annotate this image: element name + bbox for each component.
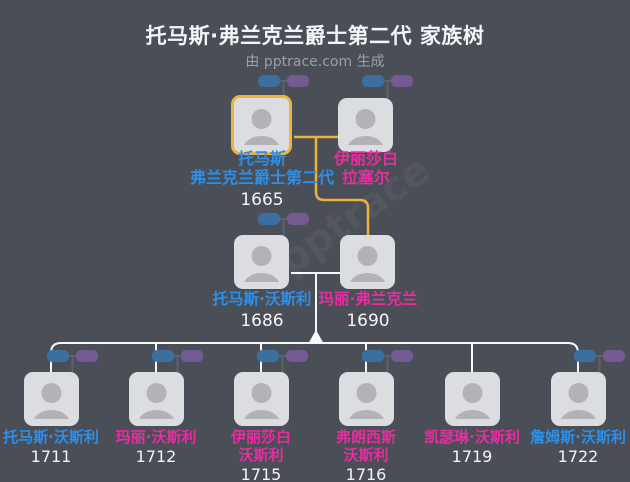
female-pill[interactable] (287, 213, 309, 225)
male-pill[interactable] (362, 75, 384, 87)
person-name: 玛丽·沃斯利 (115, 428, 197, 446)
male-pill[interactable] (47, 350, 69, 362)
person-card-mary-frankland[interactable] (340, 235, 395, 289)
descent-junction-flare (308, 330, 324, 344)
birth-year: 1711 (30, 447, 72, 466)
person-silhouette-icon (349, 383, 384, 419)
person-name: 托马斯 (237, 149, 286, 168)
birth-year: 1686 (240, 311, 284, 331)
person-name: 弗兰克兰爵士第二代 (189, 168, 334, 187)
generator-credit: 由 pptrace.com 生成 (245, 54, 385, 70)
female-pill[interactable] (603, 350, 625, 362)
birth-year: 1722 (557, 447, 599, 466)
person-name: 伊丽莎白 (230, 428, 291, 446)
collapsed-couple-mary-worsley-1712[interactable] (152, 350, 203, 362)
person-name: 凯瑟琳·沃斯利 (424, 428, 520, 446)
birth-year: 1665 (240, 190, 284, 210)
person-card-thomas-worsley[interactable] (234, 235, 289, 289)
person-silhouette-icon (139, 383, 174, 419)
person-card-katherine-worsley-1719[interactable] (445, 372, 500, 426)
person-name: 玛丽·弗兰克兰 (318, 290, 418, 308)
person-card-elizabeth-russell[interactable] (338, 98, 393, 152)
person-card-thomas-frankland[interactable] (231, 95, 292, 155)
person-label-frances-worsley-1716: 弗朗西斯 沃斯利 1716 (304, 428, 428, 482)
collapsed-couple-frances-worsley-1716[interactable] (362, 350, 413, 362)
person-card-thomas-worsley-1711[interactable] (24, 372, 79, 426)
person-card-james-worsley-1722[interactable] (551, 372, 606, 426)
person-name: 拉塞尔 (341, 168, 390, 187)
female-pill[interactable] (287, 75, 309, 87)
person-label-thomas-frankland: 托马斯 弗兰克兰爵士第二代 1665 (177, 149, 347, 210)
birth-year: 1690 (346, 311, 390, 331)
person-silhouette-icon (350, 246, 385, 282)
person-label-katherine-worsley-1719: 凯瑟琳·沃斯利 1719 (410, 428, 534, 466)
collapsed-ancestors-elizabeth-russell[interactable] (362, 75, 413, 87)
male-pill[interactable] (258, 75, 280, 87)
person-label-elizabeth-russell: 伊丽莎白 拉塞尔 (281, 149, 451, 190)
birth-year: 1712 (135, 447, 177, 466)
birth-year: 1716 (345, 465, 387, 482)
person-card-frances-worsley-1716[interactable] (339, 372, 394, 426)
birth-year: 1719 (451, 447, 493, 466)
pill-link-lines (69, 80, 603, 373)
person-card-mary-worsley-1712[interactable] (129, 372, 184, 426)
person-label-thomas-worsley-1711: 托马斯·沃斯利 1711 (0, 428, 113, 466)
male-pill[interactable] (152, 350, 174, 362)
male-pill[interactable] (258, 213, 280, 225)
person-name: 沃斯利 (238, 446, 284, 464)
birth-year: 1715 (240, 465, 282, 482)
female-pill[interactable] (391, 350, 413, 362)
female-pill[interactable] (286, 350, 308, 362)
male-pill[interactable] (257, 350, 279, 362)
person-name: 伊丽莎白 (333, 149, 398, 168)
person-label-thomas-worsley: 托马斯·沃斯利 1686 (197, 290, 327, 331)
person-label-mary-worsley-1712: 玛丽·沃斯利 1712 (94, 428, 218, 466)
male-pill[interactable] (362, 350, 384, 362)
female-pill[interactable] (391, 75, 413, 87)
person-silhouette-icon (34, 383, 69, 419)
collapsed-couple-james-worsley-1722[interactable] (574, 350, 625, 362)
person-name: 沃斯利 (343, 446, 389, 464)
person-silhouette-icon (348, 109, 383, 145)
person-silhouette-icon (455, 383, 490, 419)
collapsed-couple-elizabeth-worsley-1715[interactable] (257, 350, 308, 362)
person-name: 托马斯·沃斯利 (212, 290, 312, 308)
female-pill[interactable] (181, 350, 203, 362)
person-name: 詹姆斯·沃斯利 (530, 428, 626, 446)
person-silhouette-icon (244, 246, 279, 282)
person-label-elizabeth-worsley-1715: 伊丽莎白 沃斯利 1715 (199, 428, 323, 482)
person-silhouette-icon (244, 109, 279, 145)
person-name: 托马斯·沃斯利 (3, 428, 99, 446)
collapsed-ancestors-thomas-worsley[interactable] (258, 213, 309, 225)
person-silhouette-icon (244, 383, 279, 419)
person-silhouette-icon (561, 383, 596, 419)
collapsed-couple-thomas-worsley-1711[interactable] (47, 350, 98, 362)
female-pill[interactable] (76, 350, 98, 362)
page-title: 托马斯·弗兰克兰爵士第二代 家族树 (145, 24, 485, 48)
person-name: 弗朗西斯 (335, 428, 396, 446)
person-label-mary-frankland: 玛丽·弗兰克兰 1690 (303, 290, 433, 331)
male-pill[interactable] (574, 350, 596, 362)
collapsed-ancestors-thomas-frankland[interactable] (258, 75, 309, 87)
person-card-elizabeth-worsley-1715[interactable] (234, 372, 289, 426)
person-label-james-worsley-1722: 詹姆斯·沃斯利 1722 (516, 428, 630, 466)
highlight-marriage-connector (294, 135, 370, 236)
